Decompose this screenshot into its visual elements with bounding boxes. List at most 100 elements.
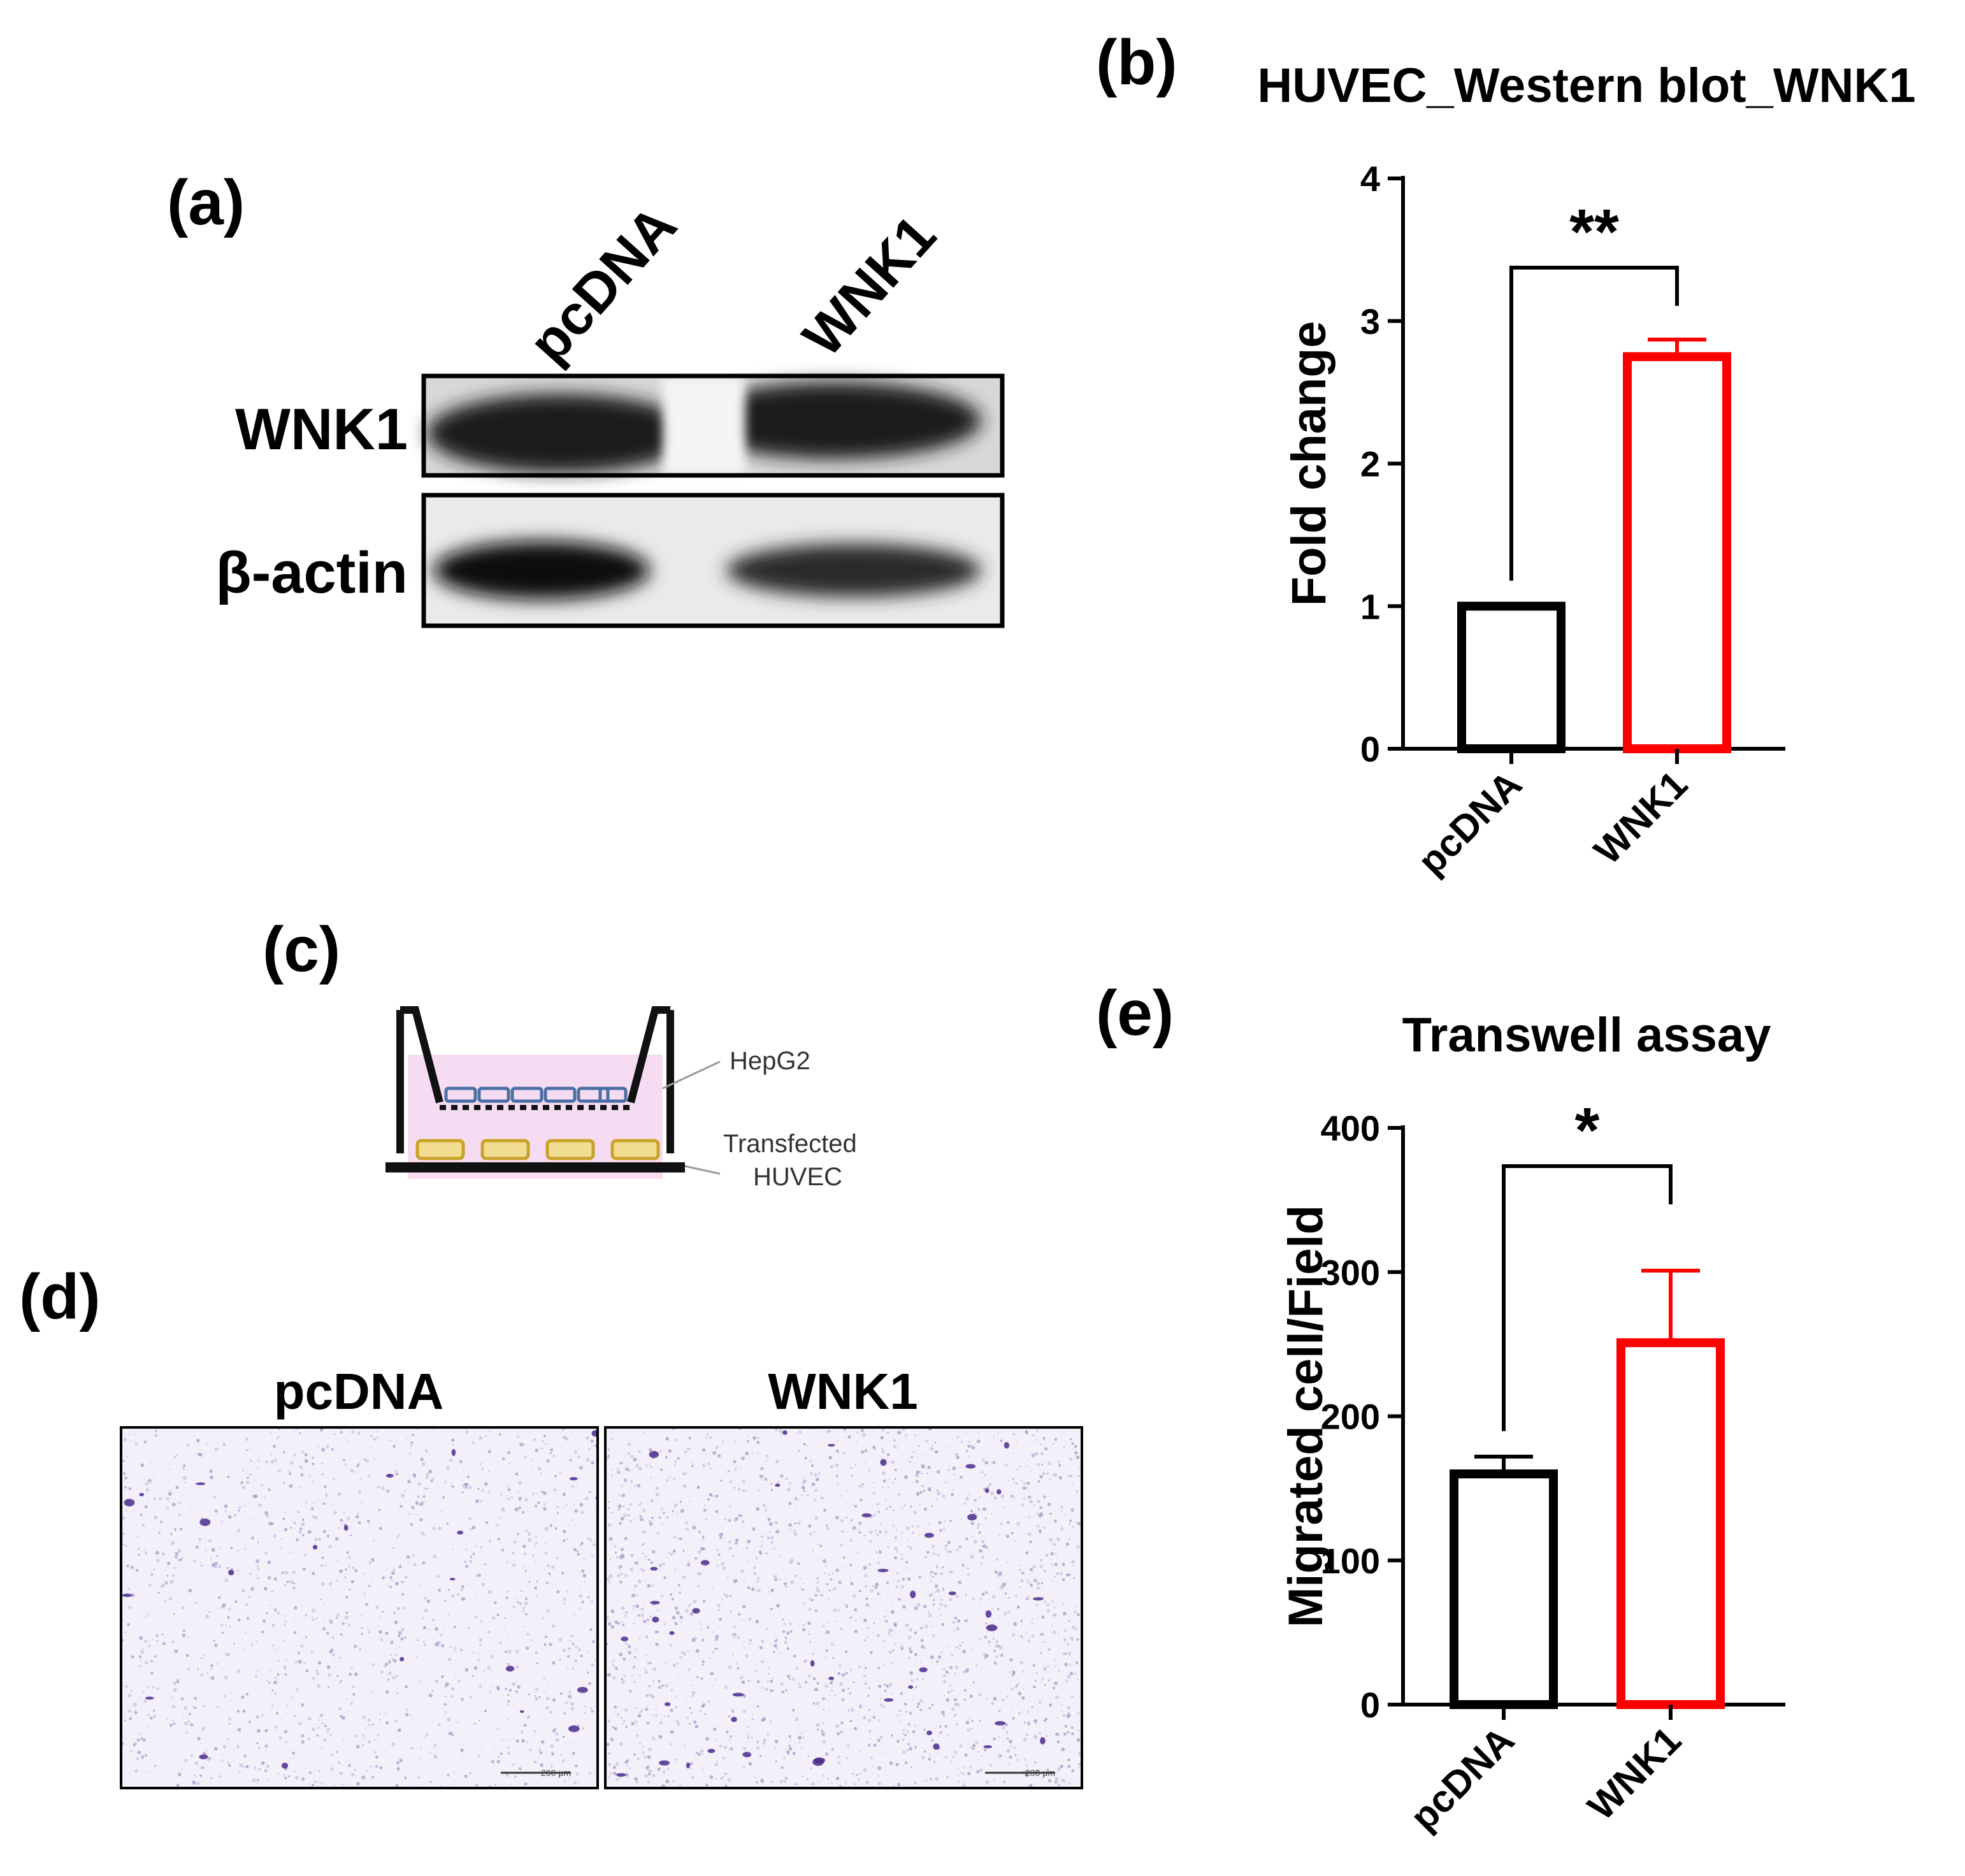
- micrograph-speckle: [926, 1473, 929, 1475]
- micrograph-speckle: [999, 1692, 1001, 1693]
- micrograph-speckle: [907, 1545, 910, 1548]
- micrograph-speckle: [1033, 1685, 1036, 1689]
- micrograph-speckle: [640, 1613, 645, 1617]
- migrated-cell: [884, 1698, 894, 1702]
- micrograph-speckle: [670, 1593, 673, 1596]
- micrograph-speckle: [951, 1707, 955, 1711]
- micrograph-speckle: [454, 1771, 456, 1773]
- micrograph-speckle: [944, 1756, 947, 1759]
- micrograph-speckle: [977, 1507, 981, 1512]
- micrograph-speckle: [893, 1631, 895, 1633]
- micrograph-speckle: [563, 1529, 566, 1533]
- micrograph-speckle: [774, 1739, 779, 1743]
- micrograph-speckle: [470, 1696, 473, 1699]
- micrograph-speckle: [907, 1742, 911, 1746]
- micrograph-speckle: [124, 1719, 127, 1722]
- micrograph-speckle: [759, 1475, 763, 1478]
- micrograph-speckle: [867, 1636, 869, 1638]
- micrograph-speckle: [846, 1490, 847, 1492]
- micrograph-speckle: [624, 1614, 627, 1617]
- micrograph-speckle: [644, 1580, 646, 1582]
- micrograph-speckle: [881, 1727, 882, 1729]
- micrograph-speckle: [488, 1430, 491, 1433]
- micrograph-speckle: [324, 1485, 327, 1489]
- micrograph-speckle: [1040, 1582, 1044, 1585]
- micrograph-speckle: [841, 1673, 846, 1677]
- micrograph-speckle: [634, 1777, 638, 1781]
- micrograph-speckle: [376, 1430, 378, 1432]
- micrograph-speckle: [177, 1558, 181, 1562]
- micrograph-speckle: [990, 1491, 994, 1496]
- micrograph-speckle: [1058, 1476, 1062, 1480]
- micrograph-speckle: [220, 1754, 223, 1756]
- micrograph-speckle: [965, 1497, 969, 1501]
- micrograph-speckle: [428, 1780, 431, 1784]
- micrograph-speckle: [524, 1601, 528, 1606]
- micrograph-speckle: [445, 1710, 447, 1714]
- micrograph-speckle: [169, 1724, 173, 1728]
- micrograph-speckle: [796, 1731, 798, 1733]
- micrograph-speckle: [651, 1584, 654, 1587]
- micrograph-speckle: [835, 1568, 839, 1572]
- migrated-cell: [775, 1483, 781, 1487]
- micrograph-speckle: [1067, 1643, 1069, 1645]
- micrograph-speckle: [395, 1675, 398, 1678]
- micrograph-speckle: [837, 1756, 840, 1758]
- micrograph-speckle: [789, 1678, 791, 1680]
- micrograph-speckle: [532, 1554, 535, 1557]
- micrograph-speckle: [569, 1640, 572, 1642]
- micrograph-speckle: [971, 1536, 973, 1538]
- micrograph-speckle: [494, 1569, 496, 1571]
- micrograph-speckle: [1049, 1463, 1051, 1466]
- micrograph-speckle: [357, 1521, 361, 1525]
- micrograph-speckle: [254, 1675, 257, 1678]
- micrograph-speckle: [255, 1640, 257, 1643]
- micrograph-speckle: [769, 1531, 771, 1533]
- micrograph-speckle: [958, 1648, 960, 1650]
- micrograph-speckle: [1052, 1686, 1055, 1690]
- micrograph-speckle: [507, 1663, 510, 1666]
- micrograph-speckle: [880, 1523, 882, 1526]
- micrograph-speckle: [766, 1460, 768, 1462]
- micrograph-speckle: [579, 1503, 584, 1507]
- micrograph-speckle: [505, 1596, 508, 1599]
- micrograph-speckle: [704, 1504, 707, 1507]
- micrograph-speckle: [824, 1573, 826, 1575]
- chart-b-significance-bracket: [1509, 266, 1679, 581]
- micrograph-speckle: [1069, 1663, 1071, 1666]
- micrograph-speckle: [173, 1457, 175, 1459]
- micrograph-speckle: [840, 1544, 843, 1547]
- micrograph-speckle: [256, 1742, 259, 1745]
- migrated-cell: [199, 1519, 211, 1526]
- micrograph-speckle: [1055, 1695, 1059, 1699]
- micrograph-speckle: [1011, 1633, 1015, 1637]
- micrograph-speckle: [1025, 1430, 1027, 1432]
- micrograph-speckle: [865, 1597, 868, 1600]
- micrograph-speckle: [733, 1519, 737, 1522]
- micrograph-speckle: [722, 1757, 725, 1760]
- micrograph-speckle: [1052, 1630, 1056, 1634]
- micrograph-speckle: [345, 1611, 349, 1614]
- micrograph-speckle: [447, 1589, 450, 1591]
- micrograph-speckle: [843, 1531, 845, 1533]
- micrograph-speckle: [141, 1524, 145, 1527]
- micrograph-speckle: [791, 1715, 793, 1717]
- micrograph-speckle: [816, 1701, 820, 1705]
- micrograph-speckle: [752, 1714, 754, 1715]
- micrograph-speckle: [1037, 1587, 1039, 1589]
- micrograph-speckle: [935, 1777, 939, 1781]
- micrograph-speckle: [420, 1457, 424, 1462]
- micrograph-speckle: [499, 1541, 501, 1543]
- micrograph-speckle: [550, 1744, 554, 1749]
- micrograph-speckle: [417, 1514, 419, 1516]
- micrograph-speckle: [1033, 1504, 1035, 1506]
- micrograph-speckle: [527, 1532, 531, 1536]
- micrograph-speckle: [682, 1472, 686, 1476]
- micrograph-speckle: [707, 1700, 710, 1703]
- micrograph-speckle: [387, 1678, 390, 1681]
- micrograph-speckle: [688, 1436, 691, 1439]
- micrograph-speckle: [340, 1524, 342, 1526]
- micrograph-speckle: [829, 1694, 831, 1696]
- micrograph-speckle: [544, 1443, 547, 1445]
- micrograph-speckle: [367, 1718, 371, 1722]
